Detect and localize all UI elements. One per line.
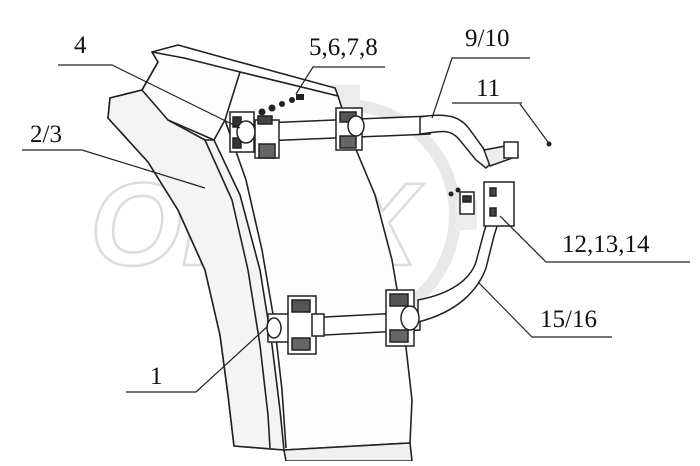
- fender-edge-inner: [204, 139, 271, 449]
- clamp-lower-mid: [287, 295, 325, 355]
- leader-121314: [499, 215, 690, 263]
- clamp-lower-right: [385, 289, 420, 347]
- clamp-upper-left: [229, 111, 256, 153]
- end-dot: [546, 141, 552, 147]
- leader-1516: [477, 281, 612, 338]
- fender: [107, 44, 413, 462]
- leader-4: [58, 64, 241, 129]
- lower-support: [266, 181, 515, 355]
- clamp-upper-mid: [254, 115, 280, 159]
- leader-23: [22, 149, 206, 189]
- leader-910: [431, 57, 530, 119]
- callout-11: 11: [476, 75, 500, 102]
- mounting-plate: [459, 181, 515, 227]
- fasteners-set: [258, 94, 304, 116]
- callout-labels: 4 5,6,7,8 9/10 11 2/3 12,13,14 15/16 1: [30, 25, 650, 390]
- fender-side-strip: [107, 89, 285, 451]
- callout-1516: 15/16: [540, 306, 597, 333]
- leader-11b: [519, 103, 549, 143]
- callout-121314: 12,13,14: [562, 231, 650, 258]
- upper-support: [229, 107, 519, 170]
- leader-1: [126, 325, 269, 393]
- callout-4: 4: [74, 32, 87, 59]
- callout-1: 1: [150, 363, 163, 390]
- callout-910: 9/10: [465, 25, 509, 52]
- fender-face-edge: [224, 119, 287, 449]
- clamp-upper-right: [335, 107, 365, 151]
- leader-lines: [22, 57, 690, 393]
- leader-5678: [295, 66, 385, 95]
- upper-arm: [419, 114, 496, 170]
- plate-bolts: [448, 187, 461, 197]
- clamp-lower-left: [266, 313, 295, 343]
- callout-5678: 5,6,7,8: [309, 34, 378, 61]
- end-cap: [503, 141, 519, 159]
- callout-23: 2/3: [30, 121, 62, 148]
